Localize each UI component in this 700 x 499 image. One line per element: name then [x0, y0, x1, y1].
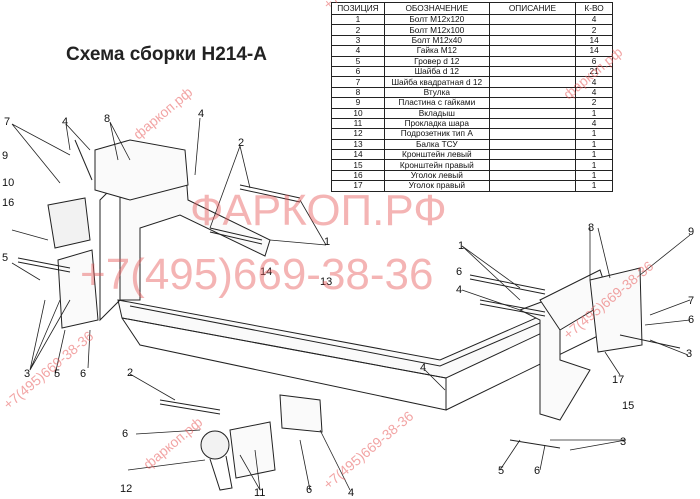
watermark-phone-big: +7(495)669-38-36 — [80, 250, 434, 299]
bolt-right-1 — [469, 274, 546, 295]
cell-description — [488, 180, 577, 192]
callout-6-right-low: 6 — [688, 314, 695, 326]
leader-lines-left — [11, 117, 327, 246]
bolt-left-4 — [74, 139, 93, 181]
bolt-right-2 — [479, 299, 546, 317]
leader-lines-right — [461, 227, 691, 471]
leader-lines-left-low — [11, 229, 91, 376]
callout-5-low: 5 — [54, 368, 61, 380]
bolt-right-3 — [619, 334, 681, 349]
left-corner-plate — [57, 249, 99, 329]
bolt-right-4 — [509, 439, 561, 449]
leader-lines-bottom — [127, 369, 446, 491]
callout-6-bottom-right: 6 — [534, 465, 541, 477]
callout-2-top: 2 — [238, 137, 245, 149]
beam-plate — [279, 394, 323, 433]
callout-7-right: 7 — [688, 295, 695, 307]
callout-15: 15 — [622, 400, 635, 412]
callout-17: 17 — [612, 374, 625, 386]
cell-quantity: 1 — [575, 180, 613, 192]
callout-2-bottom: 2 — [127, 367, 134, 379]
callout-12: 12 — [120, 483, 133, 495]
callout-8-right: 8 — [588, 222, 595, 234]
bolt-left-5 — [159, 399, 221, 415]
diagram-title: Схема сборки H214-A — [66, 44, 267, 65]
insert-block — [47, 197, 91, 249]
callout-9-left: 9 — [2, 150, 9, 162]
callout-16: 16 — [2, 197, 15, 209]
callout-1-right: 1 — [458, 240, 465, 252]
callout-4-left: 4 — [62, 116, 69, 128]
callout-4-top: 4 — [198, 108, 205, 120]
callout-10: 10 — [2, 177, 15, 189]
callout-6-right: 6 — [456, 266, 463, 278]
callout-11: 11 — [254, 487, 266, 499]
callout-6-bottom: 6 — [122, 428, 129, 440]
watermark-site-big: ФАРКОП.РФ — [190, 186, 447, 235]
callout-7-left: 7 — [4, 116, 11, 128]
callout-9-right: 9 — [688, 226, 695, 238]
callout-3-right: 3 — [686, 348, 693, 360]
callout-5-left: 5 — [2, 252, 9, 264]
callout-14: 14 — [260, 266, 273, 278]
callout-13: 13 — [320, 276, 333, 288]
callout-4-bottom: 4 — [348, 487, 355, 499]
callout-4-mid: 4 — [420, 362, 427, 374]
left-mount-plate — [94, 139, 189, 201]
right-corner-plate — [589, 267, 643, 353]
callout-1-top: 1 — [324, 236, 331, 248]
callout-3-bottom-right: 3 — [620, 436, 627, 448]
callout-3-left: 3 — [24, 368, 31, 380]
callout-6-low: 6 — [80, 368, 87, 380]
bolt-left-3 — [17, 257, 71, 273]
socket-holder — [229, 421, 276, 479]
tow-ball — [200, 430, 230, 460]
callout-6-mid: 6 — [306, 484, 313, 496]
bolt-left-1 — [209, 227, 263, 245]
callout-4-right: 4 — [456, 284, 463, 296]
tow-ball-neck — [209, 455, 233, 491]
callout-5-bottom-right: 5 — [498, 465, 505, 477]
callout-8-left: 8 — [104, 113, 111, 125]
